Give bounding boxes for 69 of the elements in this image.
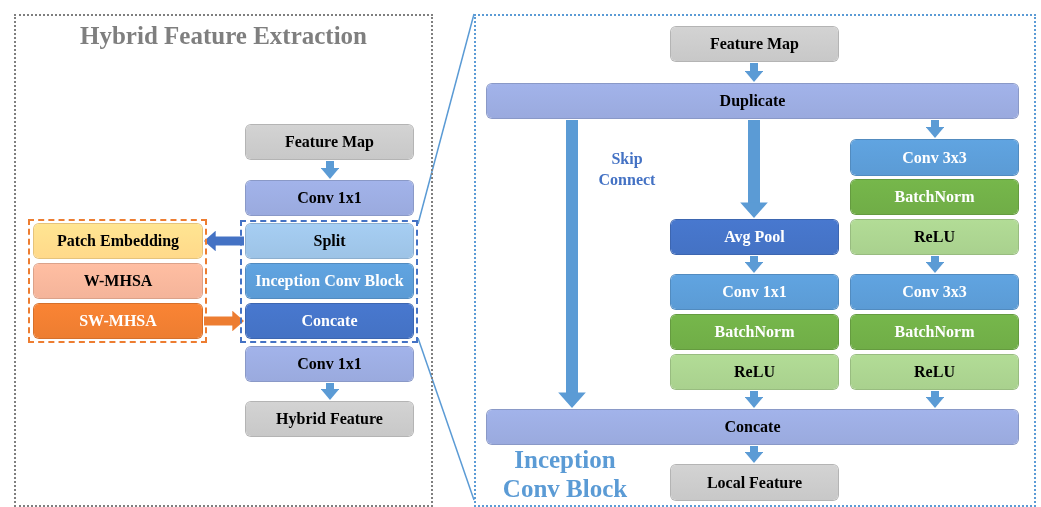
process-box — [851, 355, 1018, 389]
block-arrow — [204, 230, 244, 252]
process-box — [246, 402, 413, 436]
block-arrow — [744, 256, 764, 273]
box-label: ReLU — [914, 363, 955, 381]
process-box — [487, 410, 1018, 444]
process-box — [246, 304, 413, 338]
box-label: Split — [313, 232, 346, 250]
block-arrow — [740, 120, 768, 218]
box-label: Conv 1x1 — [297, 355, 362, 373]
box-label: W-MHSA — [83, 272, 153, 290]
box-label: Duplicate — [719, 92, 786, 110]
process-box — [34, 264, 202, 298]
panel-title: Hybrid Feature Extraction — [79, 22, 368, 50]
box-label: BatchNorm — [894, 188, 975, 206]
block-arrow — [320, 383, 340, 400]
block-arrow — [558, 120, 586, 408]
box-label: Hybrid Feature — [276, 410, 383, 428]
block-arrow — [744, 63, 764, 82]
process-box — [246, 347, 413, 381]
box-label: Conv 1x1 — [722, 283, 787, 301]
box-label: SW-MHSA — [79, 312, 157, 330]
process-box — [671, 27, 838, 61]
process-box — [246, 181, 413, 215]
box-label: Concate — [724, 418, 781, 436]
process-box — [34, 304, 202, 338]
block-arrow — [925, 391, 945, 408]
process-box — [671, 275, 838, 309]
box-label: Conv 3x3 — [902, 148, 967, 167]
process-box — [851, 180, 1018, 214]
process-box — [246, 264, 413, 298]
box-label: Concate — [301, 312, 358, 330]
box-label: ReLU — [734, 363, 775, 381]
box-label: Local Feature — [706, 473, 803, 492]
panel-frame — [474, 14, 1036, 507]
block-arrow — [925, 120, 945, 138]
process-box — [851, 275, 1018, 309]
process-box — [246, 125, 413, 159]
process-box — [851, 220, 1018, 254]
process-box — [851, 140, 1018, 175]
box-label: BatchNorm — [894, 323, 975, 341]
zoom-line — [417, 13, 475, 225]
process-box — [671, 355, 838, 389]
zoom-line — [417, 337, 475, 501]
group-frame — [28, 219, 207, 343]
block-arrow — [204, 310, 244, 332]
box-label: Feature Map — [710, 35, 799, 53]
box-label: Feature Map — [285, 133, 374, 151]
process-box — [671, 315, 838, 349]
panel-title: Inception Conv Block — [501, 445, 629, 503]
box-label: ReLU — [914, 228, 955, 246]
box-label: Avg Pool — [724, 228, 785, 246]
group-frame — [240, 220, 418, 343]
block-arrow — [925, 256, 945, 273]
box-label: Conv 1x1 — [297, 189, 362, 207]
block-arrow — [320, 161, 340, 179]
box-label: Conv 3x3 — [902, 283, 967, 301]
box-label: Patch Embedding — [56, 232, 180, 250]
process-box — [487, 84, 1018, 118]
process-box — [671, 220, 838, 254]
box-label: Inception Conv Block — [255, 272, 404, 290]
process-box — [671, 465, 838, 500]
block-arrow — [744, 446, 764, 463]
process-box — [851, 315, 1018, 349]
panel-frame — [14, 14, 433, 507]
box-label: BatchNorm — [714, 323, 795, 341]
process-box — [34, 224, 202, 258]
block-arrow — [744, 391, 764, 408]
process-box — [246, 224, 413, 258]
